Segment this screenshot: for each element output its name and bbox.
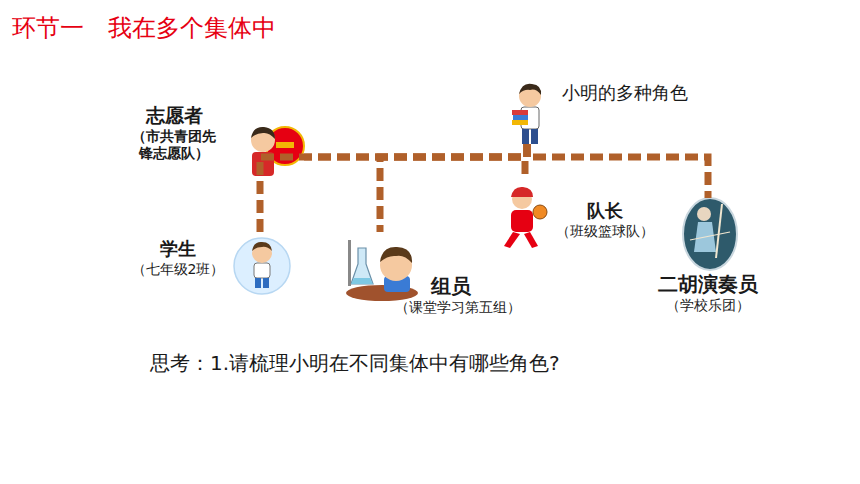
group-name: （七年级2班） <box>132 261 225 279</box>
erhu-icon <box>683 198 737 270</box>
role-node: 队长（班级篮球队） <box>496 180 654 250</box>
captain-icon <box>504 187 547 248</box>
boy-icon <box>512 84 541 144</box>
role-name: 学生 <box>160 238 196 261</box>
role-name: 小明的多种角色 <box>562 82 688 105</box>
dashed-connector <box>380 144 527 232</box>
role-node: 志愿者（市共青团先锋志愿队） <box>128 100 304 178</box>
role-name: 志愿者 <box>146 104 203 128</box>
question-text: 思考：1.请梳理小明在不同集体中有哪些角色? <box>150 350 560 377</box>
root-label: 小明的多种角色 <box>512 82 688 144</box>
slide-title: 环节一 我在多个集体中 <box>12 12 276 44</box>
group-name: （班级篮球队） <box>556 223 654 241</box>
group-name: （学校乐团） <box>666 297 750 315</box>
dashed-connector <box>260 144 527 232</box>
lab-boy-icon <box>346 240 418 301</box>
role-name: 二胡演奏员 <box>658 272 758 297</box>
role-name: 组员 <box>431 274 471 299</box>
role-name: 队长 <box>587 200 623 223</box>
dashed-connector <box>527 144 708 198</box>
group-name: （市共青团先锋志愿队） <box>128 128 220 163</box>
role-node: 学生（七年级2班） <box>128 232 292 302</box>
group-name: （课堂学习第五组） <box>395 299 521 317</box>
student-icon <box>234 238 290 294</box>
role-node: 二胡演奏员（学校乐团） <box>658 198 758 315</box>
role-node: 组员（课堂学习第五组） <box>345 232 521 317</box>
